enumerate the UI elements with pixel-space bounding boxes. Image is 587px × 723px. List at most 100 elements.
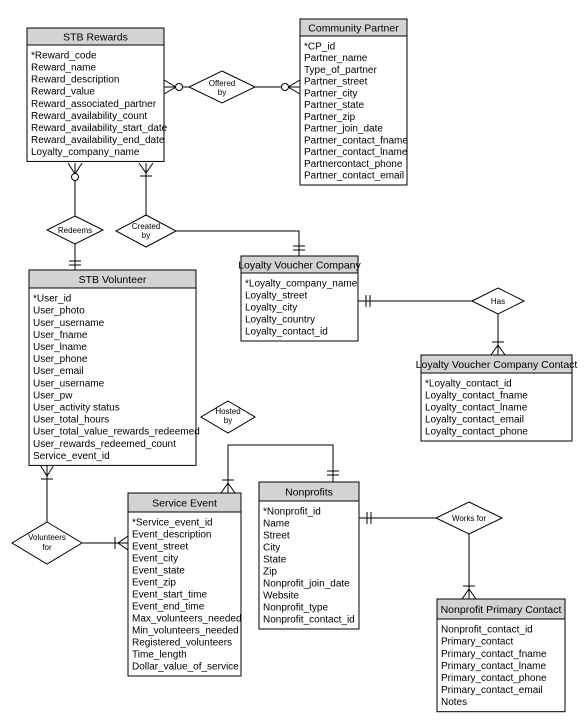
relationship-label: Offered <box>209 79 236 88</box>
entity-title: Nonprofit Primary Contact <box>441 604 562 616</box>
entity-stb-volunteer: STB Volunteer*User_idUser_photoUser_user… <box>28 269 200 466</box>
entity-attribute: User_total_value_rewards_redeemed <box>33 427 200 438</box>
entity-header <box>26 27 165 46</box>
relationship-label: Has <box>491 297 505 306</box>
entity-attribute: *Service_event_id <box>132 518 213 529</box>
crowfoot-rewards-offered <box>163 79 183 95</box>
entity-attribute: Event_description <box>132 530 212 541</box>
entity-attribute: Event_start_time <box>132 590 207 601</box>
entity-attribute: Primary_contact_fname <box>441 649 547 660</box>
entity-attribute: Event_street <box>132 542 188 553</box>
crowfoot-event-hosted <box>220 479 236 494</box>
connector-hosted-by <box>227 444 334 493</box>
relationship-label: by <box>142 231 150 240</box>
entity-header <box>436 598 566 620</box>
entity-attribute: Loyalty_contact_phone <box>425 427 528 438</box>
crowfoot-event-volunteers <box>114 535 129 551</box>
relationship-label: Volunteers <box>28 533 66 542</box>
entity-attribute: Notes <box>441 697 467 708</box>
entity-title: Nonprofits <box>285 486 333 498</box>
entity-attribute: User_lname <box>33 342 87 353</box>
entity-attribute: Reward_availability_start_date <box>31 123 168 134</box>
entity-title: Loyalty Voucher Company Contact <box>416 359 578 371</box>
entity-attribute: Reward_associated_partner <box>31 99 157 110</box>
bar-volunteer-redeems <box>69 260 81 266</box>
entity-attribute: Street <box>263 531 290 542</box>
entity-header <box>420 354 573 374</box>
entity-attribute: *CP_id <box>304 41 335 52</box>
entity-attribute: User_email <box>33 366 84 377</box>
entity-attribute: Zip <box>263 567 277 578</box>
entity-loyalty-voucher-company-contact: Loyalty Voucher Company Contact*Loyalty_… <box>416 354 578 442</box>
crowfoot-volunteer-volunteers <box>39 464 55 480</box>
relationship-volunteers-for: Volunteers for <box>11 521 83 565</box>
entity-attribute: Loyalty_street <box>245 291 307 302</box>
entity-title: Service Event <box>152 497 217 509</box>
entity-attribute: User_photo <box>33 306 85 317</box>
entity-attribute: Primary_contact_phone <box>441 673 547 684</box>
entity-attribute: Loyalty_company_name <box>31 147 140 158</box>
relationship-created-by: Created by <box>114 214 178 248</box>
entity-title: STB Rewards <box>63 31 128 43</box>
bar-loyalty-has <box>365 295 371 307</box>
entity-box <box>26 27 165 162</box>
entity-attribute: User_pw <box>33 390 73 401</box>
crowfoot-contact-has <box>490 341 506 356</box>
entity-attribute: Partner_contact_email <box>304 171 404 182</box>
entity-title: Community Partner <box>308 22 399 34</box>
relationship-redeems: Redeems <box>45 215 105 245</box>
relationship-works-for: Works for <box>434 501 504 535</box>
entity-attribute: Event_state <box>132 566 185 577</box>
entity-header <box>28 269 197 289</box>
entity-attribute: Loyalty_contact_email <box>425 415 524 426</box>
cardinality-marks <box>39 79 506 600</box>
entity-attribute: Nonprofit_contact_id <box>263 615 355 626</box>
entity-attribute: Time_length <box>132 650 187 661</box>
entity-attribute: Partner_contact_lname <box>304 147 408 158</box>
entity-header <box>240 255 359 274</box>
entity-attribute: Max_volunteers_needed <box>132 614 242 625</box>
relationship-has: Has <box>470 287 526 315</box>
entity-attribute: Partner_name <box>304 53 368 64</box>
entity-attribute: Event_end_time <box>132 602 205 613</box>
connector-has <box>358 300 499 355</box>
entity-attribute: Nonprofit_type <box>263 603 328 614</box>
entity-attribute: Dollar_value_of_service <box>132 662 239 673</box>
entity-attribute: Reward_name <box>31 63 96 74</box>
entity-attribute: User_username <box>33 318 105 329</box>
entity-attribute: Primary_contact_lname <box>441 661 546 672</box>
crowfoot-rewards-redeems <box>67 162 83 181</box>
entity-attribute: Reward_value <box>31 87 95 98</box>
entity-attribute: Loyalty_city <box>245 303 297 314</box>
entity-attribute: Website <box>263 591 299 602</box>
entity-stb-rewards: STB Rewards*Reward_codeReward_nameReward… <box>26 27 168 162</box>
entity-attribute: Registered_volunteers <box>132 638 232 649</box>
entity-attribute: Partner_zip <box>304 112 356 123</box>
entity-attribute: Loyalty_contact_id <box>245 327 328 338</box>
relationship-hosted-by: Hosted by <box>200 400 256 434</box>
entity-attribute: User_fname <box>33 330 88 341</box>
entity-attribute: Reward_availability_count <box>31 111 147 122</box>
entity-attribute: *Nonprofit_id <box>263 507 321 518</box>
entity-attribute: Partnercontact_phone <box>304 159 403 170</box>
relationship-label: for <box>42 543 52 552</box>
entity-attribute: Loyalty_contact_lname <box>425 403 528 414</box>
crowfoot-primary-works <box>461 585 477 600</box>
entity-attribute: *Loyalty_company_name <box>245 279 358 290</box>
entity-header <box>299 18 408 37</box>
bar-loyalty-created <box>293 245 305 251</box>
bar-nonprofits-works <box>366 512 372 524</box>
relationship-label: Created <box>132 222 160 231</box>
entity-header <box>127 492 242 513</box>
connector-works-for <box>359 517 470 599</box>
entity-attribute: Loyalty_contact_fname <box>425 391 528 402</box>
entity-box <box>127 492 242 677</box>
entity-attribute: Reward_description <box>31 75 119 86</box>
entity-loyalty-voucher-company: Loyalty Voucher Company*Loyalty_company_… <box>238 255 362 342</box>
entity-attribute: Primary_contact <box>441 637 513 648</box>
entity-attribute: Partner_city <box>304 88 357 99</box>
entity-attribute: Loyalty_country <box>245 315 315 326</box>
relationship-label: by <box>218 88 226 97</box>
entity-attribute: Min_volunteers_needed <box>132 626 239 637</box>
